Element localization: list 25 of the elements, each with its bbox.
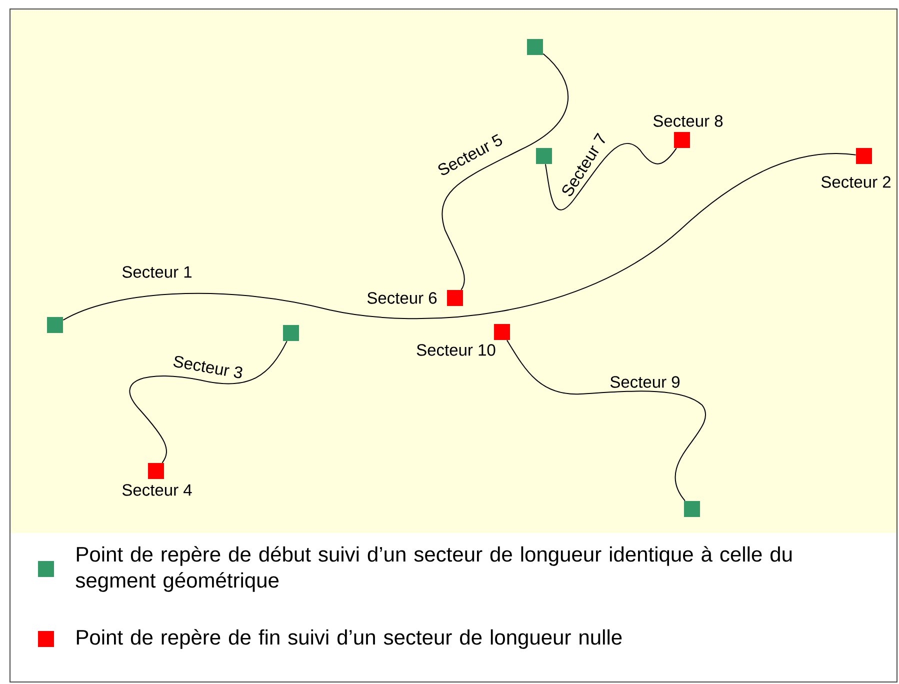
marker-square	[47, 317, 63, 333]
legend-text: Point de repère de fin suivi d’un secteur de longueur nulle	[76, 629, 622, 649]
edge-label: Secteur 9	[608, 375, 682, 389]
sector-label: Secteur 2	[821, 176, 890, 188]
marker-square	[674, 132, 690, 148]
edge-label: Secteur 1	[120, 265, 194, 279]
marker-square	[447, 290, 463, 306]
marker-square	[148, 463, 164, 479]
sector-label: Secteur 10	[416, 344, 496, 356]
edge-label: Secteur 3	[171, 354, 245, 380]
sector-curve	[62, 153, 856, 321]
marker-square	[494, 324, 510, 340]
legend-text: Point de repère de début suivi d’un secteur de longueur identique à celle du segment géométrique	[76, 546, 792, 592]
sector-label: Secteur 6	[367, 292, 437, 304]
sector-curve	[129, 340, 288, 464]
marker-square	[283, 325, 299, 341]
marker-square	[684, 501, 700, 517]
marker-square	[536, 148, 552, 164]
sector-label: Secteur 8	[653, 115, 723, 127]
sector-curve	[442, 53, 568, 290]
sector-label: Secteur 4	[122, 484, 192, 496]
marker-square	[856, 148, 872, 164]
marker-square	[527, 39, 543, 55]
sector-curve	[544, 143, 677, 210]
sector-curve	[506, 340, 706, 502]
